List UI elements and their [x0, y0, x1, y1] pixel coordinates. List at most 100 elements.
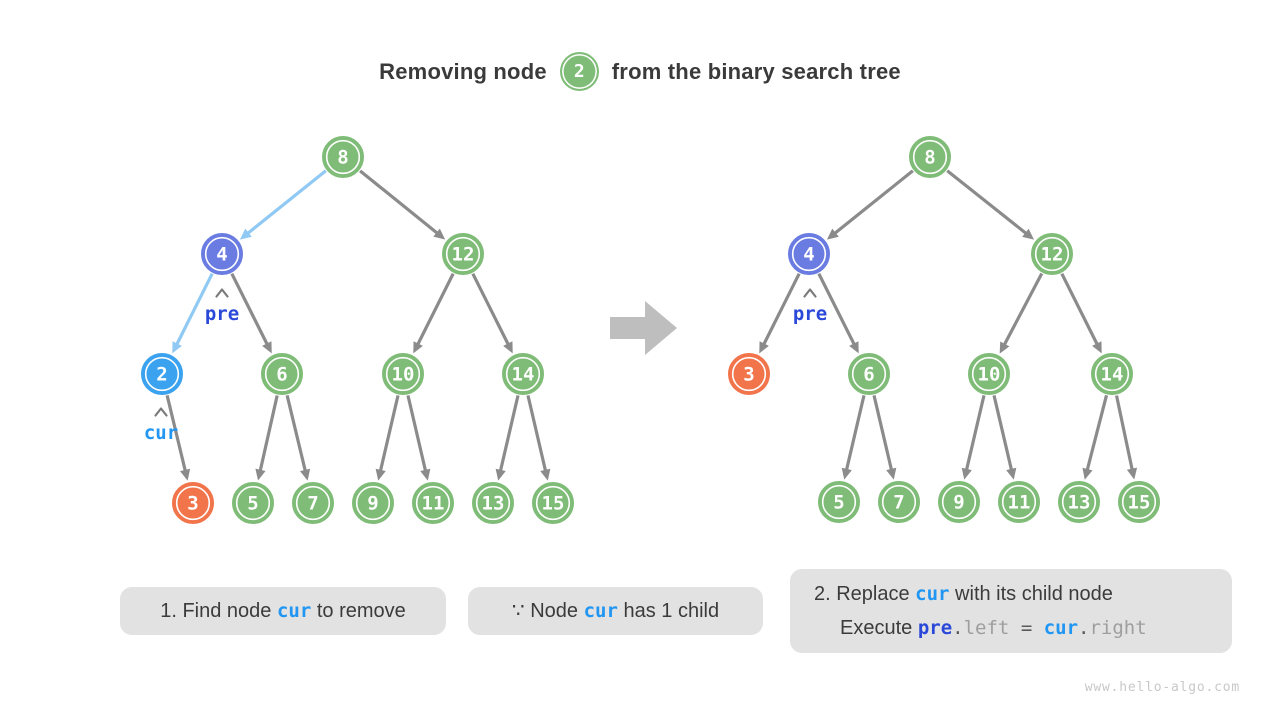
- tree-edge: [230, 272, 270, 347]
- tree-edge: [817, 272, 857, 347]
- node-value: 7: [893, 492, 904, 514]
- pointer-caret-icon: [803, 288, 817, 298]
- caption-reason: ∵ Node cur has 1 child: [468, 587, 763, 635]
- node-value: 10: [978, 364, 1001, 386]
- node-value: 15: [542, 493, 565, 515]
- node-circle: [322, 136, 364, 178]
- tree-edge-arrowhead-icon: [420, 468, 431, 481]
- caption-segment: .: [952, 617, 964, 639]
- node-inner-ring: [881, 484, 917, 520]
- pointer-caret-icon: [215, 288, 229, 298]
- node-inner-ring: [851, 356, 887, 392]
- tree-edge-arrowhead-icon: [540, 468, 551, 481]
- node-circle: [442, 233, 484, 275]
- caption-segment: with its child node: [949, 583, 1113, 605]
- caption-line: 1. Find node cur to remove: [136, 594, 430, 628]
- tree-edge-arrowhead-icon: [433, 228, 446, 240]
- node-value: 9: [367, 493, 378, 515]
- tree-edge: [992, 395, 1014, 472]
- tree-edge: [872, 395, 894, 472]
- tree-edge: [1002, 272, 1044, 347]
- caption-segment: cur: [276, 600, 312, 622]
- node-value: 12: [1041, 244, 1064, 266]
- tree-edge-arrowhead-icon: [262, 341, 272, 354]
- node-circle: [1091, 353, 1133, 395]
- tree-node-14: 14: [1091, 353, 1133, 395]
- tree-edge-arrowhead-icon: [503, 341, 513, 354]
- caption-segment: cur: [915, 583, 950, 605]
- caption-line: Execute pre.left = cur.right: [790, 611, 1171, 645]
- node-inner-ring: [731, 356, 767, 392]
- node-inner-ring: [355, 485, 391, 521]
- caption-line: 2. Replace cur with its child node: [790, 577, 1137, 611]
- node-circle: [502, 353, 544, 395]
- node-value: 14: [1101, 364, 1124, 386]
- tree-edge: [415, 272, 455, 347]
- node-inner-ring: [791, 236, 827, 272]
- title-prefix: Removing node: [379, 58, 547, 84]
- node-circle: [261, 353, 303, 395]
- node-inner-ring: [1094, 356, 1130, 392]
- tree-edge: [964, 395, 986, 472]
- tree-edge-arrowhead-icon: [1126, 467, 1138, 480]
- tree-node-13: 13: [1058, 481, 1100, 523]
- node-circle: [1031, 233, 1073, 275]
- node-value: 8: [337, 147, 348, 169]
- node-value: 12: [452, 244, 475, 266]
- caption-segment: 2. Replace: [814, 583, 916, 605]
- node-inner-ring: [1001, 484, 1037, 520]
- node-circle: [141, 353, 183, 395]
- pointer-label-cur: cur: [144, 422, 178, 444]
- tree-edge-arrowhead-icon: [1006, 467, 1017, 480]
- tree-edge: [471, 272, 511, 347]
- tree-node-13: 13: [472, 482, 514, 524]
- caption-segment: left: [963, 617, 1010, 639]
- tree-edge: [1085, 394, 1109, 472]
- tree-edge: [174, 272, 214, 347]
- node-inner-ring: [204, 236, 240, 272]
- watermark: www.hello-algo.com: [1084, 680, 1240, 695]
- node-inner-ring: [144, 356, 180, 392]
- tree-node-8: 8: [322, 136, 364, 178]
- tree-edge-arrowhead-icon: [961, 467, 972, 480]
- tree-node-7: 7: [292, 482, 334, 524]
- tree-edge: [406, 395, 428, 473]
- caption-segment: ∵ Node: [511, 600, 584, 622]
- node-circle: [292, 482, 334, 524]
- node-value: 10: [392, 364, 415, 386]
- transition-arrow-icon: [610, 301, 677, 355]
- tree-edge-arrowhead-icon: [886, 467, 897, 480]
- node-value: 11: [422, 493, 445, 515]
- tree-node-11: 11: [412, 482, 454, 524]
- node-value: 3: [743, 364, 754, 386]
- node-circle: [1118, 481, 1160, 523]
- node-inner-ring: [385, 356, 421, 392]
- node-inner-ring: [912, 139, 948, 175]
- node-circle: [848, 353, 890, 395]
- tree-node-8: 8: [909, 136, 951, 178]
- node-inner-ring: [941, 484, 977, 520]
- tree-node-4: 4: [788, 233, 830, 275]
- tree-edge: [285, 395, 308, 473]
- tree-node-5: 5: [232, 482, 274, 524]
- node-inner-ring: [295, 485, 331, 521]
- tree-node-6: 6: [261, 353, 303, 395]
- tree-edge-arrowhead-icon: [413, 341, 423, 354]
- tree-node-15: 15: [532, 482, 574, 524]
- node-value: 11: [1008, 492, 1031, 514]
- node-circle: [352, 482, 394, 524]
- node-value: 14: [512, 364, 535, 386]
- caption-segment: 1. Find node: [160, 600, 277, 622]
- tree-edge-arrowhead-icon: [1092, 341, 1102, 354]
- title-suffix: from the binary search tree: [611, 58, 901, 84]
- tree-node-12: 12: [1031, 233, 1073, 275]
- caption-segment: =: [1009, 617, 1044, 639]
- tree-edge-arrowhead-icon: [826, 228, 839, 240]
- node-value: 6: [863, 364, 874, 386]
- node-inner-ring: [971, 356, 1007, 392]
